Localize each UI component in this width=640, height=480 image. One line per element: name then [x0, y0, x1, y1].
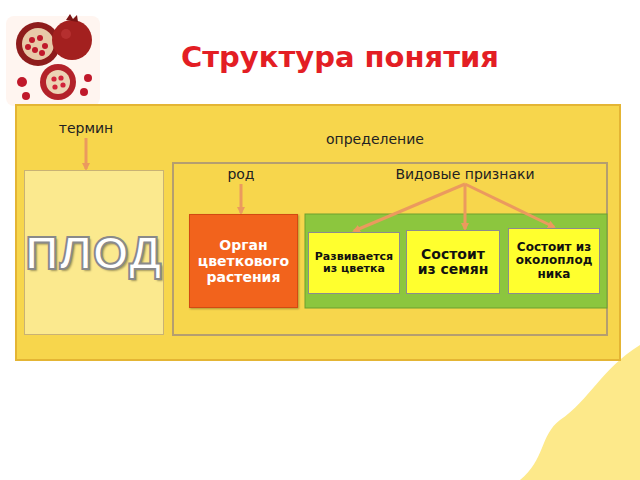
node-text: определение [326, 131, 424, 147]
arrow-connector [239, 184, 242, 213]
node-text: ПЛОД [25, 226, 162, 280]
node-text: Состоит из околоплодника [509, 241, 599, 281]
arrow-connector [85, 138, 88, 169]
definition-panel: определениеродВидовые признакиОрган цвет… [173, 163, 607, 335]
term-box: ПЛОД [24, 170, 164, 335]
node-text: Развивается из цветка [309, 251, 399, 275]
feature-box: Развивается из цветка [308, 232, 400, 294]
species-label: Видовые признаки [395, 166, 534, 182]
genus-label: род [227, 166, 254, 182]
inner-panel [173, 163, 607, 335]
genus-box: Орган цветкового растения [189, 214, 298, 308]
pomegranate-illustration [6, 14, 100, 106]
feature-box: Состоит из семян [406, 230, 500, 294]
feature-box: Состоит из околоплодника [508, 228, 600, 294]
corner-wave [520, 345, 640, 480]
node-text: Состоит из семян [407, 247, 499, 278]
arrow-connector [465, 184, 554, 227]
page-title: Структура понятия [0, 40, 640, 74]
outer-panel [16, 105, 620, 360]
green-group [305, 214, 607, 308]
arrow-connector [464, 184, 467, 229]
node-text: Орган цветкового растения [190, 237, 297, 285]
term-label: термин [59, 120, 113, 136]
node-text: Видовые признаки [395, 166, 534, 182]
arrow-connector [354, 184, 465, 231]
node-text: род [227, 166, 254, 182]
node-text: термин [59, 120, 113, 136]
